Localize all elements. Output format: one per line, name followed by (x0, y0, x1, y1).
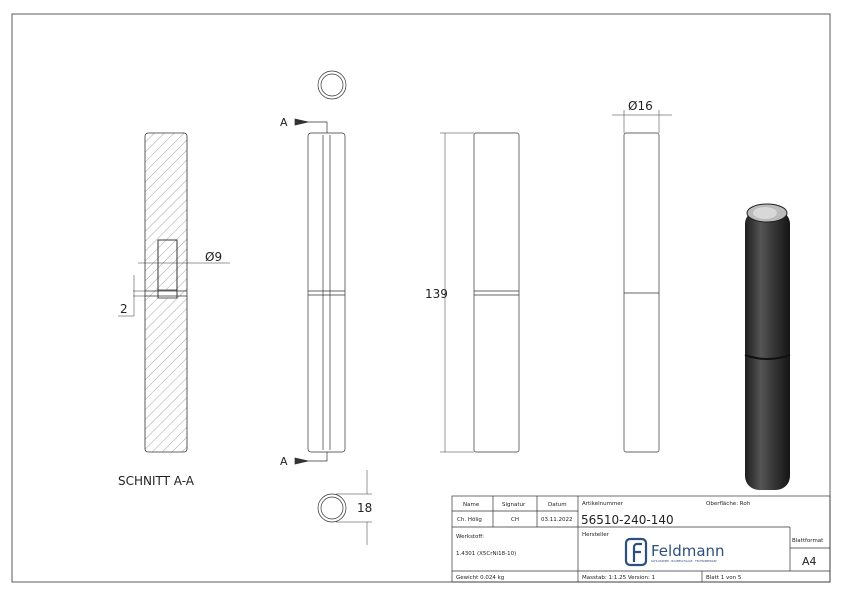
feldmann-logo: Feldmann SCHLOSSEREI · BAUBESCHLÄGE · TE… (624, 537, 725, 567)
dim-bore-label: Ø9 (205, 250, 222, 264)
narrow-view (612, 110, 672, 453)
signatur-label: Signatur (502, 502, 526, 508)
hinge-pin-render (744, 203, 791, 490)
artikelnummer-value: 56510-240-140 (581, 513, 674, 527)
cut-marker-bottom: A (280, 455, 288, 468)
gewicht: Gewicht 0.024 kg (456, 575, 504, 581)
name-label: Name (463, 502, 480, 508)
drawing-frame (11, 13, 831, 583)
dim-depth-label: 2 (120, 302, 128, 316)
logo-text: Feldmann (651, 542, 725, 560)
dim-width-label: 18 (357, 501, 372, 515)
werkstoff-value: 1.4301 (X5CrNi18-10) (456, 551, 516, 557)
name-value: Ch. Hölig (457, 517, 482, 523)
dim-length-label: 139 (425, 287, 448, 301)
blatt: Blatt 1 von 5 (706, 575, 742, 581)
blattformat-label: Blattformat (792, 538, 824, 544)
hersteller-label: Hersteller (582, 532, 610, 538)
logo-tagline: SCHLOSSEREI · BAUBESCHLÄGE · TECHNIKBEDA… (651, 558, 717, 563)
cut-marker-top: A (280, 116, 288, 129)
massstab-version: Masstab: 1:1.25 Version: 1 (582, 575, 655, 581)
artikelnummer-label: Artikelnummer (582, 501, 624, 507)
side-view (440, 132, 520, 453)
blattformat-value: A4 (802, 555, 817, 568)
werkstoff-label: Werkstoff: (456, 534, 484, 540)
signatur-value: CH (511, 517, 519, 523)
front-view (294, 70, 372, 545)
datum-label: Datum (548, 502, 567, 508)
oberflaeche: Oberfläche: Roh (706, 501, 751, 507)
datum-value: 03.11.2022 (541, 517, 573, 523)
title-block (451, 495, 831, 583)
dim-diameter-label: Ø16 (628, 99, 653, 113)
section-title: SCHNITT A-A (118, 474, 195, 488)
section-view (118, 132, 230, 453)
